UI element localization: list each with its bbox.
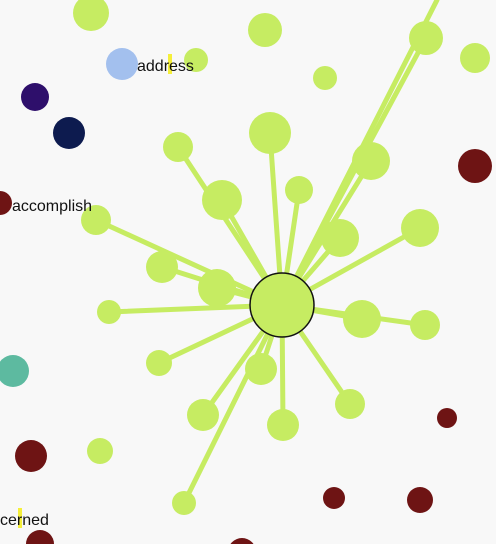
node-label-concerned: cerned	[0, 512, 49, 529]
graph-node-10	[458, 149, 492, 183]
graph-node-7	[106, 48, 138, 80]
graph-node-4	[313, 66, 337, 90]
leaf-node-19	[267, 409, 299, 441]
edge-layer	[93, 0, 440, 506]
leaf-node-4	[285, 176, 313, 204]
graph-node-16	[407, 487, 433, 513]
label-layer: address accomplish cerned	[0, 54, 194, 529]
leaf-node-11	[321, 219, 359, 257]
graph-edge-20	[181, 302, 285, 506]
graph-node-6	[87, 438, 113, 464]
leaf-node-9	[198, 269, 236, 307]
leaf-node-20	[172, 491, 196, 515]
text-cursor-highlight-2	[18, 508, 22, 528]
graph-node-9	[53, 117, 85, 149]
leaf-node-8	[146, 251, 178, 283]
leaf-node-6	[163, 132, 193, 162]
leaf-node-12	[401, 209, 439, 247]
leaf-node-1	[409, 21, 443, 55]
leaf-node-3	[352, 142, 390, 180]
leaf-node-2	[249, 112, 291, 154]
leaf-node-18	[187, 399, 219, 431]
graph-node-17	[26, 530, 54, 544]
graph-node-1	[73, 0, 109, 31]
leaf-node-15	[146, 350, 172, 376]
node-label-accomplish: accomplish	[12, 198, 92, 215]
leaf-node-17	[335, 389, 365, 419]
leaf-node-14	[410, 310, 440, 340]
leaf-node-7	[81, 205, 111, 235]
leaf-node-10	[97, 300, 121, 324]
graph-node-12	[0, 355, 29, 387]
graph-edge-7	[93, 217, 285, 308]
graph-node-8	[21, 83, 49, 111]
graph-node-15	[323, 487, 345, 509]
leaf-node-5	[202, 180, 242, 220]
leaf-node-16	[245, 353, 277, 385]
graph-node-18	[230, 538, 254, 544]
leaf-node-13	[343, 300, 381, 338]
graph-node-13	[15, 440, 47, 472]
graph-node-11	[0, 191, 12, 215]
hub-node	[249, 272, 315, 338]
node-label-address: address	[137, 58, 194, 75]
graph-node-3	[460, 43, 490, 73]
graph-node-5	[184, 48, 208, 72]
text-cursor-highlight	[168, 54, 172, 74]
graph-node-14	[437, 408, 457, 428]
graph-node-2	[248, 13, 282, 47]
